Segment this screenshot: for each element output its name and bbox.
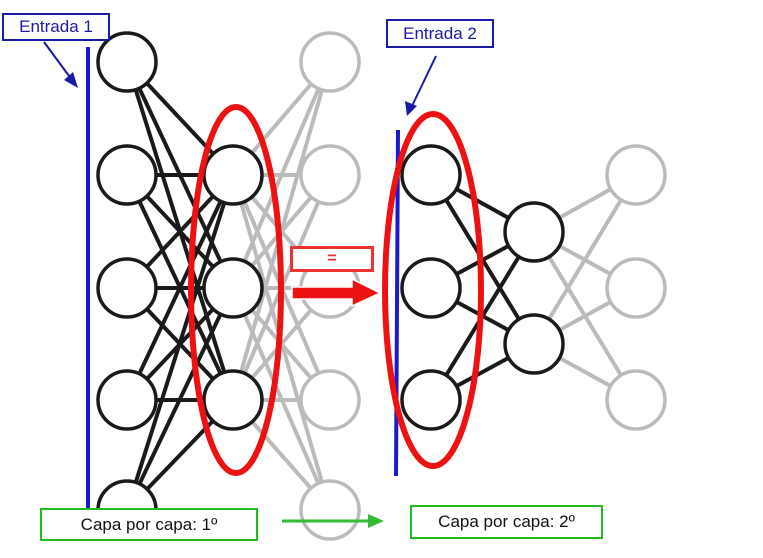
faded-node xyxy=(299,479,361,541)
input-1-label: Entrada 1 xyxy=(2,13,110,41)
layer-1-label: Capa por capa: 1º xyxy=(40,508,258,541)
pointer-1-head xyxy=(64,72,78,88)
active-node xyxy=(400,369,462,431)
faded-edge xyxy=(231,61,332,289)
input-2-label: Entrada 2 xyxy=(386,19,494,48)
faded-edge xyxy=(532,173,638,346)
active-node xyxy=(202,369,264,431)
active-node xyxy=(96,31,158,93)
input-2-line xyxy=(394,129,400,477)
equal-sign-label: = xyxy=(290,246,374,272)
faded-node xyxy=(299,144,361,206)
active-edge xyxy=(125,287,235,511)
pointer-2-head xyxy=(405,101,417,116)
active-node xyxy=(503,313,565,375)
layer-2-label: Capa por capa: 2º xyxy=(410,505,603,539)
faded-node xyxy=(605,369,667,431)
active-edge xyxy=(125,174,235,511)
faded-node xyxy=(299,369,361,431)
nodes xyxy=(96,31,667,541)
copy-arrow xyxy=(291,277,382,308)
active-edge xyxy=(125,174,235,401)
highlight-ellipse-right xyxy=(382,111,484,469)
active-node xyxy=(202,144,264,206)
active-node xyxy=(400,257,462,319)
highlight-ellipse-left xyxy=(188,104,284,476)
pointer-2-line xyxy=(411,55,437,107)
pointer-1-line xyxy=(43,41,73,81)
active-node xyxy=(96,369,158,431)
highlights xyxy=(43,41,484,528)
active-node xyxy=(400,144,462,206)
layer-arrow-head xyxy=(368,514,384,528)
faded-node xyxy=(299,31,361,93)
active-node xyxy=(503,201,565,263)
active-node xyxy=(202,257,264,319)
faded-node xyxy=(605,144,667,206)
active-node xyxy=(96,144,158,206)
active-node xyxy=(96,257,158,319)
faded-node xyxy=(605,257,667,319)
